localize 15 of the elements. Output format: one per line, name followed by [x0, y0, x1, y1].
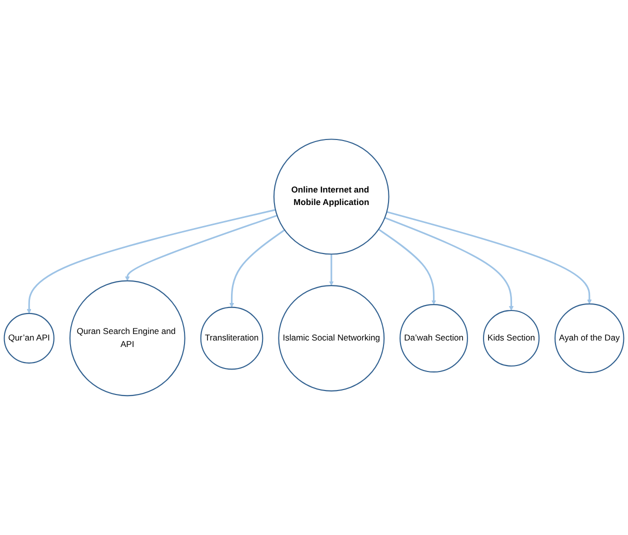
- arrow: [329, 254, 334, 286]
- node-circle: Quran Search Engine and API: [69, 280, 186, 396]
- arrow: [229, 229, 286, 308]
- node-circle: Islamic Social Networking: [278, 285, 385, 392]
- node-circle: Kids Section: [482, 310, 540, 367]
- arrow: [378, 228, 436, 305]
- node-circle: Online Internet and Mobile Application: [273, 138, 390, 255]
- node-circle: Transliteration: [200, 306, 264, 370]
- arrow: [26, 209, 276, 314]
- node-circle: Da’wah Section: [400, 304, 468, 372]
- node-circle: Ayah of the Day: [554, 303, 624, 374]
- node-circle: Qur’an API: [4, 312, 54, 364]
- arrow: [386, 211, 592, 304]
- arrow: [125, 214, 278, 282]
- arrow: [384, 217, 514, 311]
